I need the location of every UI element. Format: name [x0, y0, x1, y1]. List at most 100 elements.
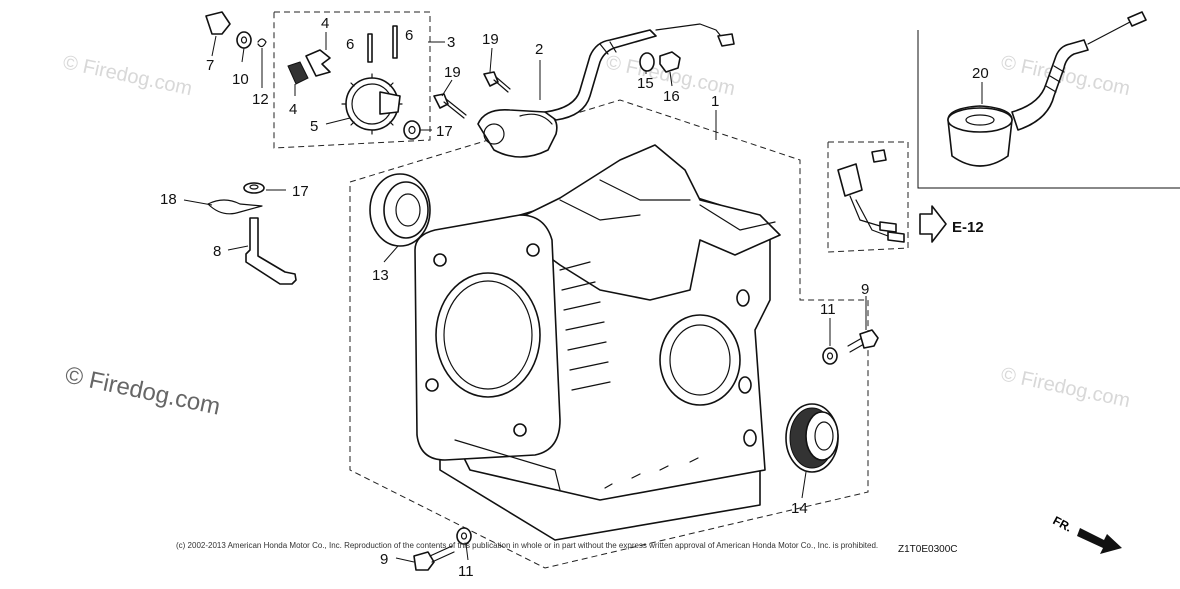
leader-11-bottom: [465, 543, 469, 561]
washer-hole: [826, 352, 834, 360]
washer-hole: [460, 532, 468, 540]
bolt-19-upper: [483, 71, 511, 93]
governor-weight: [379, 91, 401, 115]
front-direction-indicator: FR.: [1051, 513, 1122, 554]
callout-12[interactable]: 12: [252, 91, 269, 108]
callout-numbers: 1 2 3 4 4 5 6 6 7 8 9 9 10 11 11 12 13 1…: [160, 15, 989, 580]
head-bolt-hole: [513, 423, 527, 437]
oil-seal-13: [369, 173, 431, 247]
callout-1[interactable]: 1: [711, 93, 719, 110]
direction-label: FR.: [1051, 513, 1075, 534]
head-bolt-hole: [526, 243, 540, 257]
callout-19-lower[interactable]: 19: [444, 64, 461, 81]
wire-terminal: [887, 231, 905, 243]
crankshaft-bore: [669, 324, 731, 396]
wire-connector: [717, 33, 735, 47]
pin: [367, 33, 373, 63]
bolt-shank: [429, 545, 455, 563]
callout-4a[interactable]: 4: [321, 15, 329, 32]
gear-teeth: [341, 73, 403, 135]
callout-18[interactable]: 18: [160, 191, 177, 208]
callout-9-right[interactable]: 9: [861, 281, 869, 298]
wiring-group-outline: [827, 141, 909, 253]
callout-9-bottom[interactable]: 9: [380, 551, 388, 568]
seal-mid: [383, 181, 429, 239]
washer-11: [456, 527, 472, 545]
callout-7[interactable]: 7: [206, 57, 214, 74]
wire-terminal: [879, 221, 897, 233]
variant-wire: [1087, 21, 1131, 45]
leader-7: [211, 35, 217, 57]
bracket-wires: [849, 195, 889, 237]
governor-arm: [287, 61, 309, 85]
rod-body: [245, 217, 297, 285]
variant-tube: [1011, 39, 1089, 131]
leader-lines: [183, 32, 983, 563]
crankcase-upper-frame: [504, 144, 781, 301]
reference-label[interactable]: E-12: [952, 219, 984, 236]
washer-10: [236, 31, 252, 49]
seal-inner: [395, 193, 421, 227]
callout-5[interactable]: 5: [310, 118, 318, 135]
part-7: [205, 11, 231, 35]
frame-rib: [599, 179, 691, 201]
copyright-notice: (c) 2002-2013 American Honda Motor Co., …: [176, 541, 878, 550]
callout-2[interactable]: 2: [535, 41, 543, 58]
reference-arrow-icon[interactable]: [919, 205, 947, 243]
nut-16: [659, 51, 681, 73]
tube-bands: [1045, 65, 1065, 93]
watermark-text: © Firedog.com: [61, 51, 194, 100]
variant-top: [947, 107, 1013, 133]
body-edge: [519, 113, 553, 125]
mount-hole: [736, 289, 750, 307]
bolt-9-bottom: [413, 527, 472, 571]
callout-11-bottom[interactable]: 11: [458, 563, 474, 580]
dipstick-rod-8: [207, 199, 297, 285]
watermark-text-large: © Firedog.com: [63, 361, 223, 420]
leader-19-upper: [489, 47, 493, 73]
base-slots: [604, 457, 699, 489]
bolt-shank: [443, 98, 467, 119]
callout-11-right[interactable]: 11: [820, 301, 836, 318]
governor-group: [287, 25, 403, 135]
leader-5: [325, 117, 351, 125]
callout-15[interactable]: 15: [637, 75, 654, 92]
callout-14[interactable]: 14: [791, 500, 808, 517]
cylinder-bore-inner: [443, 280, 533, 390]
leader-13: [383, 245, 399, 263]
callout-20[interactable]: 20: [972, 65, 989, 82]
callout-19-upper[interactable]: 19: [482, 31, 499, 48]
oil-alert-body: [477, 108, 558, 158]
callout-17-upper[interactable]: 17: [436, 123, 453, 140]
mount-hole: [738, 376, 752, 394]
assembly-outlines: [273, 11, 909, 569]
bolt-head: [859, 329, 879, 349]
oil-seal-14: [785, 403, 839, 473]
callout-6b[interactable]: 6: [405, 27, 413, 44]
leader-19-lower: [441, 79, 453, 97]
watermark-text: © Firedog.com: [999, 363, 1132, 412]
washer-hole: [408, 125, 416, 135]
callout-13[interactable]: 13: [372, 267, 389, 284]
callout-17-left[interactable]: 17: [292, 183, 309, 200]
wire-tube: [544, 29, 657, 121]
callout-16[interactable]: 16: [663, 88, 680, 105]
grommet-15: [639, 52, 655, 72]
bolt-shank: [493, 76, 511, 93]
callout-3[interactable]: 3: [447, 34, 455, 51]
governor-arm-bracket: [305, 49, 331, 77]
frame-rib: [699, 204, 776, 231]
bolt-head: [433, 93, 449, 109]
callout-10[interactable]: 10: [232, 71, 249, 88]
callout-4b[interactable]: 4: [289, 101, 297, 118]
callout-8[interactable]: 8: [213, 243, 221, 260]
cooling-fins: [559, 261, 611, 391]
oil-alert-unit-2: [477, 23, 735, 158]
mount-hole: [743, 429, 757, 447]
variant-connector: [1127, 11, 1147, 27]
leader-18: [183, 199, 213, 206]
governor-group-outline: [273, 11, 431, 149]
callout-6a[interactable]: 6: [346, 36, 354, 53]
